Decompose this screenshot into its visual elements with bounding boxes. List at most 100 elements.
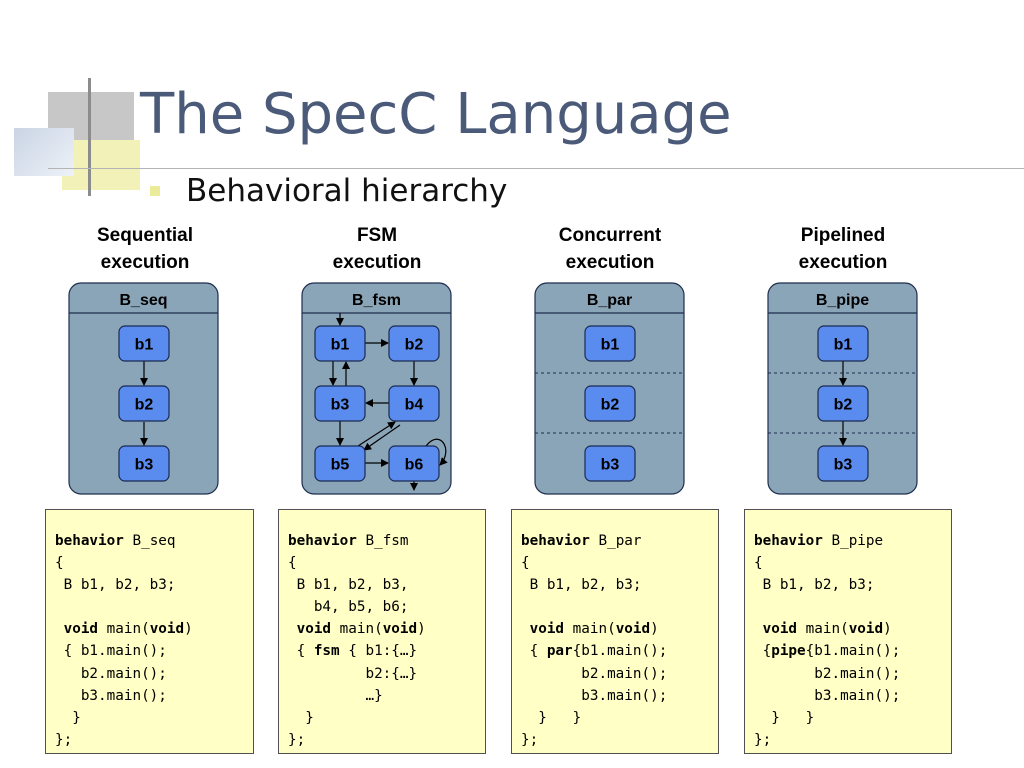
code-keyword: void xyxy=(529,621,565,638)
bullet-item: Behavioral hierarchy xyxy=(150,172,507,210)
decor-line-horizontal xyxy=(48,168,1024,169)
svg-text:b1: b1 xyxy=(135,337,154,354)
code-text: B_pipe xyxy=(822,533,884,549)
node-b3: b3 xyxy=(584,445,636,482)
svg-text:b2: b2 xyxy=(405,337,424,354)
heading-line: Sequential xyxy=(96,225,194,246)
code-text: b3.main(); xyxy=(521,687,668,704)
code-line xyxy=(521,596,718,618)
behavior-name: B_pipe xyxy=(816,292,869,309)
code-line: b2.main(); xyxy=(521,663,718,685)
svg-text:b1: b1 xyxy=(601,337,620,354)
heading-line: Concurrent xyxy=(558,225,662,246)
node-b1: b1 xyxy=(118,325,170,362)
code-text: b3.main(); xyxy=(55,687,167,704)
code-keyword: void xyxy=(382,621,418,638)
code-keyword: behavior xyxy=(754,533,823,549)
code-keyword: void xyxy=(296,621,332,638)
code-line: void main(void) xyxy=(55,618,253,640)
code-text: } } xyxy=(521,709,582,726)
code-text: main( xyxy=(98,621,150,638)
node-b5: b5 xyxy=(314,445,366,482)
code-line: }; xyxy=(288,729,485,751)
code-text xyxy=(521,621,530,637)
heading-concurrent: Concurrent execution xyxy=(520,222,700,276)
container-b-pipe: B_pipe b1 b2 b3 xyxy=(767,282,918,495)
node-b2: b2 xyxy=(118,385,170,422)
code-line: B b1, b2, b3; xyxy=(55,574,253,596)
heading-line: FSM xyxy=(356,225,398,246)
code-line: }; xyxy=(55,729,253,751)
code-box-b-par: behavior B_par{ B b1, b2, b3; void main(… xyxy=(511,509,719,754)
code-line: B b1, b2, b3, xyxy=(288,574,485,596)
code-keyword: void xyxy=(848,621,884,638)
heading-line: execution xyxy=(798,252,888,273)
container-b-seq: B_seq b1 b2 b3 xyxy=(68,282,219,495)
container-b-par: B_par b1 b2 b3 xyxy=(534,282,685,495)
code-text: B b1, b2, b3; xyxy=(55,577,176,594)
code-text: main( xyxy=(564,621,616,638)
svg-text:b3: b3 xyxy=(331,397,350,414)
code-text: B_seq xyxy=(123,533,176,549)
code-line: {pipe{b1.main(); xyxy=(754,640,951,662)
code-text: { xyxy=(55,555,64,572)
code-text: { xyxy=(521,643,547,660)
node-b2: b2 xyxy=(388,325,440,362)
code-line: { b1.main(); xyxy=(55,640,253,662)
node-b3: b3 xyxy=(118,445,170,482)
code-text: B b1, b2, b3; xyxy=(754,577,875,594)
svg-text:b3: b3 xyxy=(135,457,154,474)
code-text: B b1, b2, b3, xyxy=(288,577,409,594)
svg-text:b1: b1 xyxy=(834,337,853,354)
code-text: { xyxy=(754,643,772,660)
svg-text:b2: b2 xyxy=(601,397,620,414)
code-text: } } xyxy=(754,709,815,726)
code-box-b-seq: behavior B_seq{ B b1, b2, b3; void main(… xyxy=(45,509,254,754)
svg-text:b2: b2 xyxy=(135,397,154,414)
svg-text:b2: b2 xyxy=(834,397,853,414)
code-text: }; xyxy=(288,731,306,748)
code-line: }; xyxy=(521,729,718,751)
code-line: b2:{…} xyxy=(288,663,485,685)
code-text: }; xyxy=(754,731,772,748)
code-text: { xyxy=(521,555,530,572)
code-keyword: fsm xyxy=(313,643,340,660)
heading-line: execution xyxy=(100,252,190,273)
code-text: }; xyxy=(55,731,73,748)
code-line xyxy=(55,596,253,618)
code-text: B b1, b2, b3; xyxy=(521,577,642,594)
code-line: } } xyxy=(754,707,951,729)
page-title: The SpecC Language xyxy=(140,82,732,147)
code-text: }; xyxy=(521,731,539,748)
heading-line: execution xyxy=(332,252,422,273)
code-text: b2.main(); xyxy=(754,665,901,682)
code-keyword: pipe xyxy=(771,643,806,660)
code-text: b2.main(); xyxy=(55,665,167,682)
code-keyword: void xyxy=(149,621,185,638)
code-text: B_fsm xyxy=(356,533,409,549)
code-line: { xyxy=(288,552,485,574)
code-text: { xyxy=(754,555,763,572)
code-line: b4, b5, b6; xyxy=(288,596,485,618)
node-b1: b1 xyxy=(817,325,869,362)
code-line: { fsm { b1:{…} xyxy=(288,640,485,662)
svg-text:b3: b3 xyxy=(834,457,853,474)
code-text xyxy=(754,621,763,637)
code-box-b-pipe: behavior B_pipe{ B b1, b2, b3; void main… xyxy=(744,509,952,754)
code-line: b2.main(); xyxy=(55,663,253,685)
code-line: …} xyxy=(288,685,485,707)
node-b4: b4 xyxy=(388,385,440,422)
code-line: b2.main(); xyxy=(754,663,951,685)
heading-line: Pipelined xyxy=(800,225,886,246)
node-b1: b1 xyxy=(584,325,636,362)
decor-line-vertical xyxy=(88,78,91,196)
code-line: { par{b1.main(); xyxy=(521,640,718,662)
svg-text:b1: b1 xyxy=(331,337,350,354)
code-keyword: void xyxy=(615,621,651,638)
code-line: } } xyxy=(521,707,718,729)
code-text: } xyxy=(55,709,81,726)
code-text: { b1:{…} xyxy=(339,643,418,660)
node-b6: b6 xyxy=(388,445,440,482)
code-line: b3.main(); xyxy=(754,685,951,707)
